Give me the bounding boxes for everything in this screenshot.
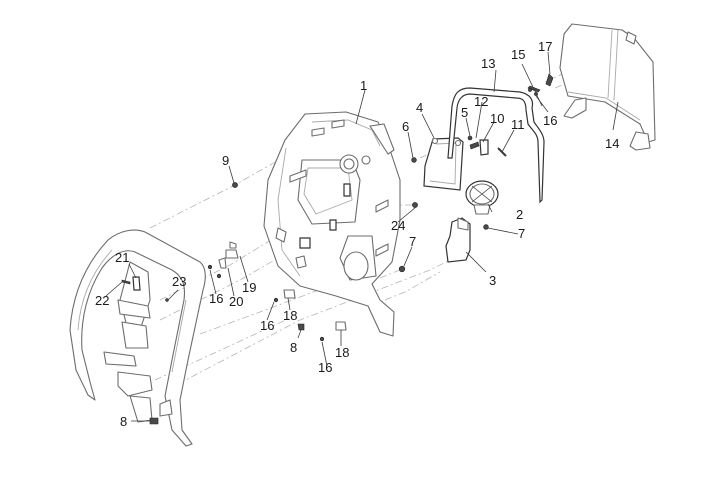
callout-2: 2 [516,207,523,222]
part-12-spring [469,141,480,150]
part-22-screw [121,279,131,285]
callout-6: 6 [402,119,409,134]
callout-14: 14 [605,136,619,151]
part-24-screw [412,202,418,208]
callout-7-a: 7 [518,226,525,241]
part-7-screw-b [483,224,489,230]
part-7-screw-a [398,265,406,273]
callout-16-c: 16 [318,360,332,375]
part-5-nut [467,135,473,141]
part-18-clip-a [283,289,296,299]
callout-10: 10 [490,111,504,126]
callout-12: 12 [474,94,488,109]
part-6-nut [411,157,417,163]
callout-22: 22 [95,293,109,308]
callout-8-a: 8 [120,414,127,429]
callout-13: 13 [481,56,495,71]
callout-16-a: 16 [209,291,223,306]
part-8-clip-a [297,323,305,331]
part-20-clip [218,257,227,269]
part-14-front-shield-panel [559,23,656,151]
part-16-screw-a [207,264,213,270]
leader-lines [105,51,619,422]
part-19-clip [225,249,239,259]
callout-18-a: 18 [283,308,297,323]
part-1-leg-shield-back-panel [263,111,401,337]
part-2-fuel-filler-cap [465,180,499,215]
callout-4: 4 [416,100,423,115]
callout-8-b: 8 [290,340,297,355]
part-17-fastener [545,73,554,87]
callout-7-b: 7 [409,234,416,249]
callout-labels: 1 2 3 4 5 6 7 7 8 8 9 10 11 12 13 14 15 … [95,39,619,429]
callout-1: 1 [360,78,367,93]
part-9-nut [232,182,238,188]
part-16-screw-d [319,336,325,342]
part-10-latch [479,139,489,156]
part-21-bracket [132,276,141,291]
part-8-clip-b [149,417,159,425]
callout-16-b: 16 [260,318,274,333]
callout-17: 17 [538,39,552,54]
part-23-marker [165,298,169,302]
callout-24: 24 [391,218,405,233]
part-16-screw-c [273,297,279,303]
callout-19: 19 [242,280,256,295]
callout-16-d: 16 [543,113,557,128]
part-16-screw-top-a [528,88,532,92]
part-13-edge-trim-seal [447,87,545,204]
part-4-glovebox-door [423,137,464,191]
part-16-screw-b [216,273,222,279]
callout-11: 11 [511,117,525,132]
part-18-clip-b [335,321,347,331]
callout-3: 3 [489,273,496,288]
callout-9: 9 [222,153,229,168]
callout-21: 21 [115,250,129,265]
part-3-bracket [445,217,471,263]
callout-23: 23 [172,274,186,289]
callout-18-b: 18 [335,345,349,360]
callout-15: 15 [511,47,525,62]
part-23-front-shield-frame [69,229,206,447]
hardware [121,73,554,425]
callout-20: 20 [229,294,243,309]
callout-5: 5 [461,105,468,120]
